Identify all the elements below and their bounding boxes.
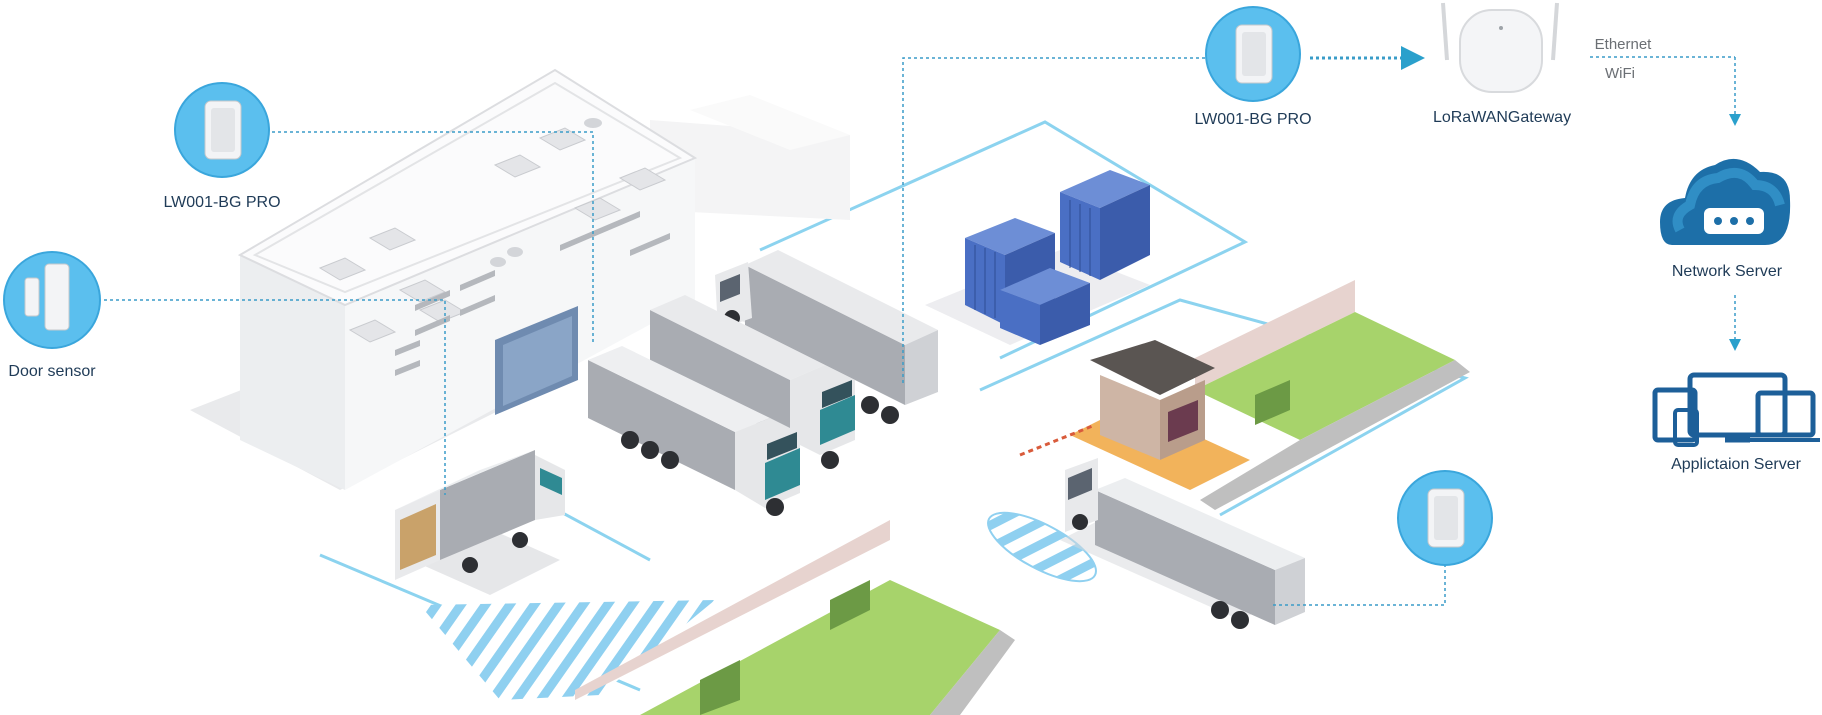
door-sensor-label: Door sensor xyxy=(8,363,96,380)
door-sensor-icon xyxy=(3,251,101,349)
gatehouse-area xyxy=(1019,280,1470,510)
wifi-label: WiFi xyxy=(1605,65,1635,82)
ethernet-label: Ethernet xyxy=(1595,36,1653,53)
devices-icon xyxy=(1652,372,1820,447)
connection-lines xyxy=(104,56,1741,606)
lw001-bg-pro-tracker-icon xyxy=(174,82,270,178)
application-server-label: Applictaion Server xyxy=(1671,456,1802,473)
lorawan-gateway-icon xyxy=(1441,2,1559,93)
tracker-label: LW001-BG PRO xyxy=(163,194,280,211)
hatched-marking-bottom xyxy=(420,600,715,700)
cloud-server-icon xyxy=(1660,158,1791,245)
truck-back xyxy=(715,250,938,424)
truck-right xyxy=(1060,458,1305,629)
gateway-label: LoRaWANGateway xyxy=(1433,109,1571,126)
box-truck xyxy=(395,450,565,595)
tracker-label: LW001-BG PRO xyxy=(1194,111,1311,128)
hatched-marking-right xyxy=(987,511,1097,583)
lw001-bg-pro-tracker-icon xyxy=(1205,6,1301,102)
network-server-label: Network Server xyxy=(1672,263,1783,280)
truck-middle xyxy=(650,295,855,469)
bottom-wall-area xyxy=(575,520,1015,715)
lw001-bg-pro-tracker-icon xyxy=(1397,470,1493,566)
warehouse-building xyxy=(190,68,850,490)
shipping-containers xyxy=(925,170,1150,345)
truck-front xyxy=(588,346,800,516)
